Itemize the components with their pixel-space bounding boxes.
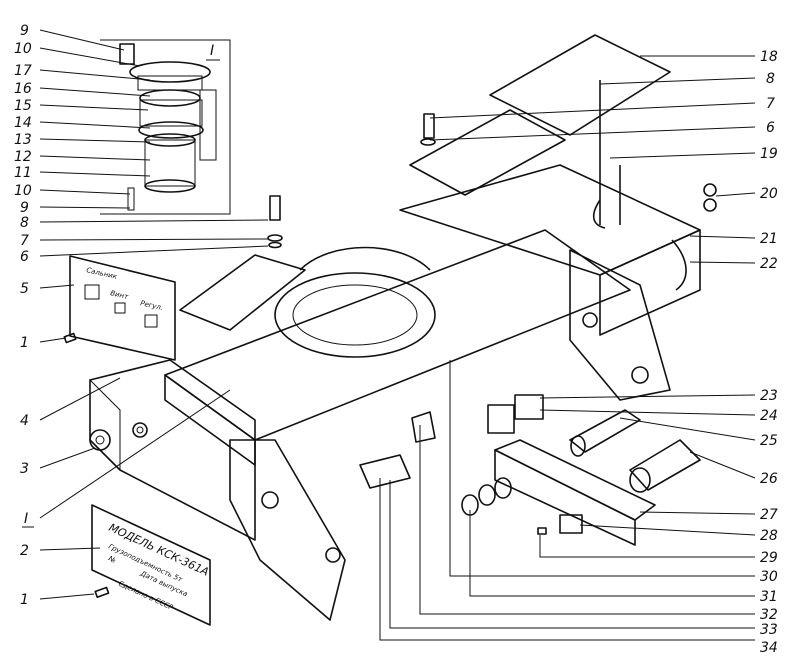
label-right-15: 30 bbox=[760, 569, 778, 585]
inset-label: I bbox=[210, 43, 214, 59]
label-left-13: 6 bbox=[20, 249, 29, 265]
label-left-8: 11 bbox=[14, 165, 32, 181]
label-left-18: I bbox=[24, 511, 28, 527]
plate-upper-line3: Регул. bbox=[140, 299, 164, 312]
plate-upper-line1: Сальник bbox=[86, 266, 119, 281]
label-right-3: 6 bbox=[766, 120, 775, 136]
label-left-14: 5 bbox=[20, 281, 29, 297]
plate-upper-line2: Винт bbox=[110, 289, 130, 301]
label-left-6: 13 bbox=[14, 132, 32, 148]
label-left-7: 12 bbox=[14, 149, 32, 165]
label-left-5: 14 bbox=[14, 115, 32, 131]
bearing-stack bbox=[119, 43, 217, 211]
label-left-10: 9 bbox=[20, 200, 29, 216]
label-left-11: 8 bbox=[20, 215, 29, 231]
label-right-19: 34 bbox=[760, 640, 778, 656]
label-left-20: 1 bbox=[20, 592, 29, 608]
label-left-9: 10 bbox=[14, 183, 32, 199]
label-left-2: 17 bbox=[14, 63, 32, 79]
label-right-18: 33 bbox=[760, 622, 778, 638]
label-right-11: 26 bbox=[760, 471, 778, 487]
label-right-0: 18 bbox=[760, 49, 778, 65]
label-left-19: 2 bbox=[20, 543, 29, 559]
label-left-0: 9 bbox=[20, 23, 29, 39]
label-left-17: 3 bbox=[20, 461, 29, 477]
label-left-16: 4 bbox=[20, 413, 29, 429]
label-right-13: 28 bbox=[760, 528, 778, 544]
label-right-2: 7 bbox=[766, 96, 775, 112]
label-left-4: 15 bbox=[14, 98, 32, 114]
label-right-7: 22 bbox=[760, 256, 778, 272]
leader-lines-left bbox=[39, 29, 269, 600]
label-right-12: 27 bbox=[760, 507, 778, 523]
info-plate-upper: Сальник Винт Регул. bbox=[63, 255, 176, 361]
label-right-6: 21 bbox=[760, 231, 778, 247]
label-right-8: 23 bbox=[760, 388, 778, 404]
label-right-16: 31 bbox=[760, 589, 778, 605]
label-right-17: 32 bbox=[760, 607, 778, 623]
plate-lower-line3: № bbox=[106, 554, 117, 565]
label-right-1: 8 bbox=[766, 71, 775, 87]
label-left-15: 1 bbox=[20, 335, 29, 351]
top-plate bbox=[409, 34, 671, 196]
label-right-14: 29 bbox=[760, 550, 778, 566]
label-right-4: 19 bbox=[760, 146, 778, 162]
loose-parts bbox=[359, 394, 701, 546]
label-right-10: 25 bbox=[760, 433, 778, 449]
label-left-1: 10 bbox=[14, 41, 32, 57]
label-right-9: 24 bbox=[760, 408, 778, 424]
nuts bbox=[703, 183, 717, 212]
label-left-3: 16 bbox=[14, 81, 32, 97]
main-frame bbox=[89, 164, 701, 621]
bolt-set-top bbox=[267, 113, 436, 249]
labels-left: 9 10 17 16 15 14 13 12 11 10 9 8 7 6 5 1… bbox=[14, 23, 34, 608]
label-left-12: 7 bbox=[20, 233, 29, 249]
labels-right: 18 8 7 6 19 20 21 22 23 24 25 26 27 28 2… bbox=[760, 49, 778, 656]
leader-lines-right bbox=[379, 55, 756, 641]
model-plate: МОДЕЛЬ КСК-361А Грузоподъемность 5т № Да… bbox=[91, 504, 211, 626]
inset-detail-box: I bbox=[100, 39, 231, 215]
label-right-5: 20 bbox=[760, 186, 778, 202]
